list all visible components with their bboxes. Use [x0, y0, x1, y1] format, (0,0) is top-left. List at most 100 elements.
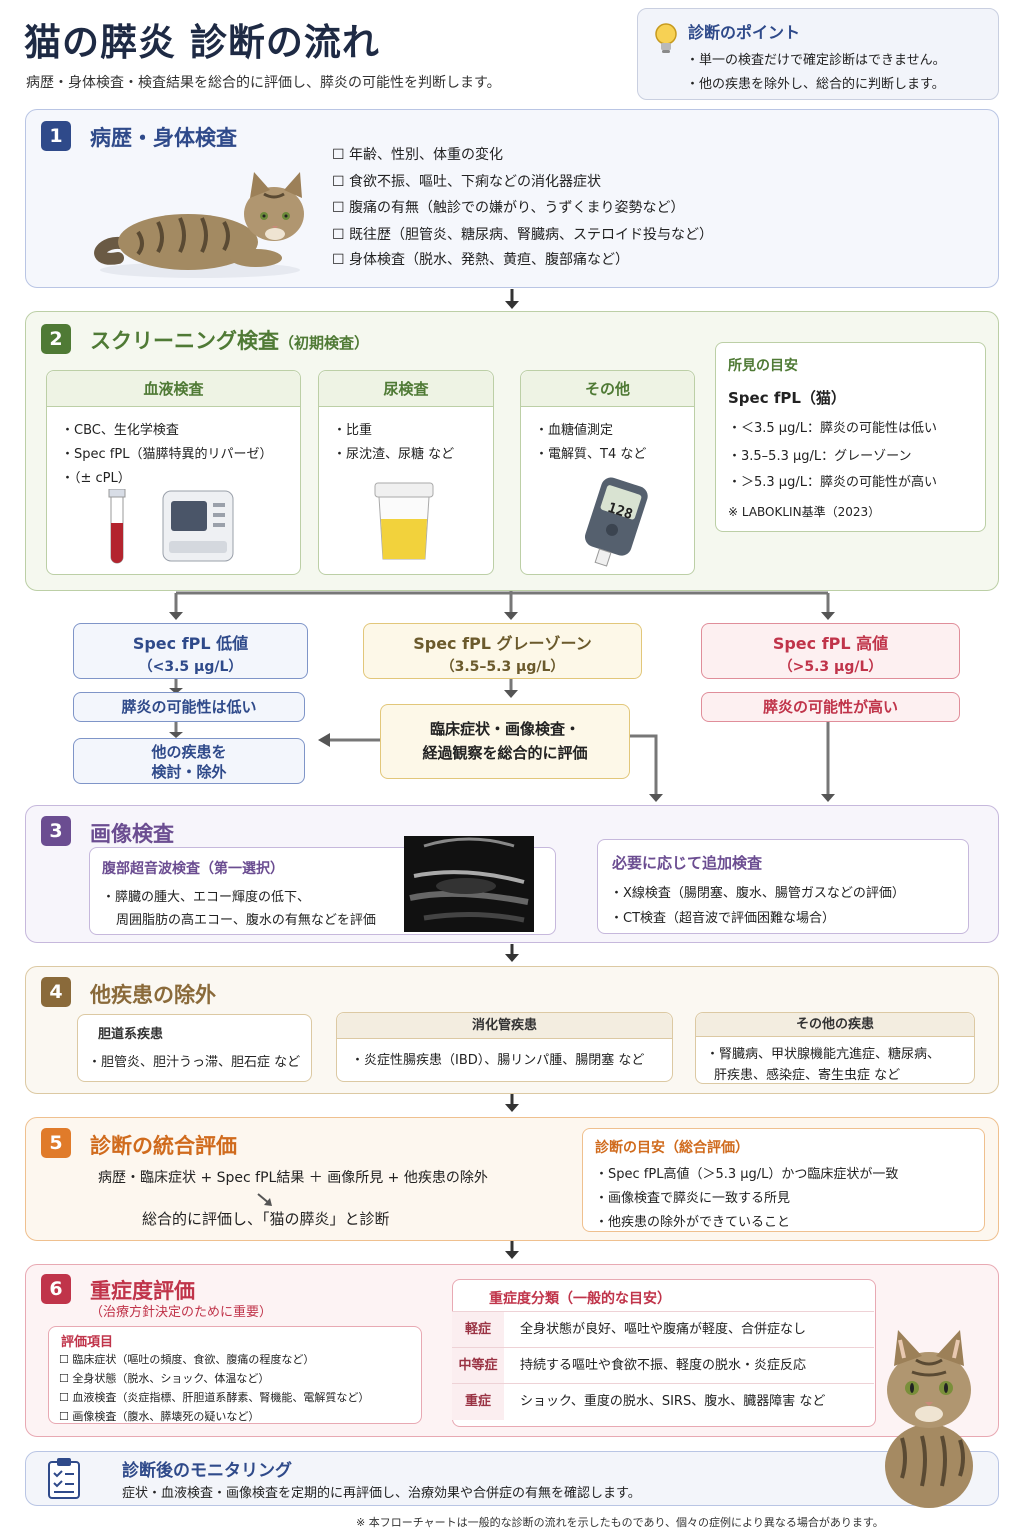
monitoring-section: 診断後のモニタリング 症状・血液検査・画像検査を定期的に再評価し、治療効果や合併… [25, 1451, 999, 1506]
other-disease-line: 肝疾患、感染症、寄生虫症 など [714, 1068, 901, 1083]
blood-test-item: ・（± cPL） [61, 471, 131, 486]
diagnosis-guide-title: 診断の目安（総合評価） [595, 1140, 749, 1156]
urine-cup-icon [374, 482, 434, 560]
fpl-low-box: Spec fPL 低値 （<3.5 μg/L） [73, 623, 308, 679]
blood-test-box: 血液検査 ・CBC、生化学検査 ・Spec fPL（猫膵特異的リパーゼ） ・（±… [46, 370, 301, 575]
guide-title: 所見の目安 [728, 358, 798, 374]
step3-section: 3 画像検査 腹部超音波検査（第一選択） ・膵臓の腫大、エコー輝度の低下、 周囲… [25, 805, 999, 943]
fpl-gray-range: （3.5–5.3 μg/L） [440, 659, 565, 675]
severity-table: 重症度分類（一般的な目安） [452, 1279, 876, 1427]
blood-test-item: ・CBC、生化学検査 [61, 423, 179, 438]
guide-note: ※ LABOKLIN基準（2023） [728, 505, 881, 519]
history-check-item: ☐ 腹痛の有無（触診での嫌がり、うずくまり姿勢など） [332, 200, 685, 216]
guide-subtitle: Spec fPL（猫） [728, 389, 846, 407]
step6-subtitle: （治療方針決定のために重要） [90, 1305, 273, 1320]
step4-title: 他疾患の除外 [90, 983, 216, 1007]
step2-title: スクリーニング検査（初期検査） [90, 329, 370, 353]
point-title: 診断のポイント [688, 23, 801, 42]
other-test-item: ・血糖値測定 [535, 423, 614, 438]
guide-item: ・＜3.5 μg/L：膵炎の可能性は低い [728, 421, 937, 436]
fpl-low-range: （<3.5 μg/L） [138, 659, 243, 675]
step1-section: 1 病歴・身体検査 ☐ 年齢、性別、体重の変化 ☐ 食欲不振、嘔吐、下痢などの消… [25, 109, 999, 288]
blood-test-title: 血液検査 [47, 371, 300, 407]
additional-test-item: ・X線検査（腸閉塞、腹水、腸管ガスなどの評価） [610, 886, 905, 901]
severity-items-box: 評価項目 ☐ 臨床症状（嘔吐の頻度、食欲、腹痛の程度など） ☐ 全身状態（脱水、… [48, 1326, 422, 1424]
step2-number: 2 [41, 324, 71, 354]
ultrasound-image [404, 836, 534, 932]
ultrasound-title: 腹部超音波検査（第一選択） [102, 861, 284, 877]
gi-box: 消化管疾患 ・炎症性腸疾患（IBD）、腸リンパ腫、腸閉塞 など [336, 1012, 673, 1082]
history-check-item: ☐ 身体検査（脱水、発熱、黄疸、腹部痛など） [332, 252, 629, 268]
severity-check-item: ☐ 血液検査（炎症指標、肝胆道系酵素、腎機能、電解質など） [59, 1391, 370, 1404]
additional-test-item: ・CT検査（超音波で評価困難な場合） [610, 911, 836, 926]
severity-check-item: ☐ 全身状態（脱水、ショック、体温など） [59, 1372, 270, 1385]
guide-item: ・3.5–5.3 μg/L：グレーゾーン [728, 449, 912, 464]
monitoring-text: 症状・血液検査・画像検査を定期的に再評価し、治療効果や合併症の有無を確認します。 [122, 1486, 641, 1501]
severity-row: 中等症持続する嘔吐や食欲不振、軽度の脱水・炎症反応 [452, 1347, 874, 1384]
severity-table-title: 重症度分類（一般的な目安） [489, 1291, 671, 1307]
biliary-box: 胆道系疾患 ・胆管炎、胆汁うっ滞、胆石症 など [77, 1014, 312, 1082]
flow-arrow [505, 1094, 519, 1112]
blood-tube-icon [108, 489, 126, 564]
step6-number: 6 [41, 1274, 71, 1304]
severity-check-item: ☐ 画像検査（腹水、膵壊死の疑いなど） [59, 1410, 260, 1423]
point-line: ・単一の検査だけで確定診断はできません。 [686, 53, 946, 68]
severity-items-title: 評価項目 [61, 1335, 114, 1350]
findings-guide-box: 所見の目安 Spec fPL（猫） ・＜3.5 μg/L：膵炎の可能性は低い ・… [715, 342, 986, 532]
additional-tests-title: 必要に応じて追加検査 [612, 854, 763, 872]
flow-arrow [505, 289, 519, 309]
fpl-low-title: Spec fPL 低値 [132, 634, 249, 653]
step6-section: 6 重症度評価 （治療方針決定のために重要） 評価項目 ☐ 臨床症状（嘔吐の頻度… [25, 1264, 999, 1437]
fpl-low-result: 膵炎の可能性は低い [73, 692, 305, 722]
step4-section: 4 他疾患の除外 胆道系疾患 ・胆管炎、胆汁うっ滞、胆石症 など 消化管疾患 ・… [25, 966, 999, 1094]
glucose-meter-icon: 128 [584, 477, 648, 567]
page-title: 猫の膵炎 診断の流れ [24, 21, 380, 64]
diagnosis-guide-box: 診断の目安（総合評価） ・Spec fPL高値（＞5.3 μg/L）かつ臨床症状… [582, 1128, 985, 1232]
urine-test-item: ・尿沈渣、尿糖 など [333, 447, 455, 462]
urine-test-title: 尿検査 [319, 371, 493, 407]
additional-tests-box: 必要に応じて追加検査 ・X線検査（腸閉塞、腹水、腸管ガスなどの評価） ・CT検査… [597, 839, 969, 934]
clipboard-icon [48, 1458, 80, 1499]
other-test-box: その他 ・血糖値測定 ・電解質、T4 など 128 [520, 370, 695, 575]
other-disease-line: ・腎臓病、甲状腺機能亢進症、糖尿病、 [706, 1047, 941, 1062]
integration-conclusion: 総合的に評価し、「猫の膵炎」と診断 [142, 1210, 390, 1228]
other-test-title: その他 [521, 371, 694, 407]
step5-section: 5 診断の統合評価 病歴・臨床症状 + Spec fPL結果 ＋ 画像所見 + … [25, 1117, 999, 1241]
step4-number: 4 [41, 977, 71, 1007]
fpl-high-title: Spec fPL 高値 [772, 634, 889, 653]
diagnosis-guide-item: ・画像検査で膵炎に一致する所見 [595, 1191, 791, 1206]
monitoring-title: 診断後のモニタリング [122, 1461, 292, 1481]
step6-title: 重症度評価 [90, 1279, 195, 1303]
guide-item: ・＞5.3 μg/L：膵炎の可能性が高い [728, 475, 937, 490]
lightbulb-icon [655, 23, 677, 53]
history-check-item: ☐ 年齢、性別、体重の変化 [332, 147, 504, 163]
history-check-item: ☐ 食欲不振、嘔吐、下痢などの消化器症状 [332, 174, 601, 190]
severity-check-item: ☐ 臨床症状（嘔吐の頻度、食欲、腹痛の程度など） [59, 1353, 315, 1366]
small-arrow-icon [257, 1193, 272, 1206]
fpl-gray-box: Spec fPL グレーゾーン （3.5–5.3 μg/L） [363, 623, 642, 679]
step3-title: 画像検査 [90, 822, 174, 846]
gi-title: 消化管疾患 [337, 1013, 672, 1039]
other-disease-title: その他の疾患 [696, 1013, 974, 1037]
fpl-high-range: （>5.3 μg/L） [778, 659, 883, 675]
severity-row: 重症ショック、重度の脱水、SIRS、腹水、臓器障害 など [452, 1383, 874, 1420]
blood-test-item: ・Spec fPL（猫膵特異的リパーゼ） [61, 447, 273, 462]
severity-row: 軽症全身状態が良好、嘔吐や腹痛が軽度、合併症なし [452, 1311, 874, 1348]
other-disease-box: その他の疾患 ・腎臓病、甲状腺機能亢進症、糖尿病、 肝疾患、感染症、寄生虫症 な… [695, 1012, 975, 1084]
flow-arrow [505, 1241, 519, 1259]
branch-connectors [169, 591, 835, 802]
cat-lying-image [94, 172, 304, 278]
step1-number: 1 [41, 121, 71, 151]
ultrasound-line: 周囲脂肪の高エコー、腹水の有無などを評価 [116, 913, 376, 928]
biliary-text: ・胆管炎、胆汁うっ滞、胆石症 など [88, 1055, 301, 1070]
ultrasound-line: ・膵臓の腫大、エコー輝度の低下、 [102, 890, 311, 905]
diagnosis-guide-item: ・Spec fPL高値（＞5.3 μg/L）かつ臨床症状が一致 [595, 1167, 899, 1182]
urine-test-box: 尿検査 ・比重 ・尿沈渣、尿糖 など [318, 370, 494, 575]
diagnosis-guide-item: ・他疾患の除外ができていること [595, 1215, 791, 1230]
step1-title: 病歴・身体検査 [90, 126, 237, 150]
meter-value: 128 [606, 500, 635, 523]
integration-formula: 病歴・臨床症状 + Spec fPL結果 ＋ 画像所見 + 他疾患の除外 [98, 1170, 488, 1186]
urine-test-item: ・比重 [333, 423, 373, 438]
point-line: ・他の疾患を除外し、総合的に判断します。 [686, 77, 945, 92]
fpl-gray-title: Spec fPL グレーゾーン [413, 634, 592, 653]
